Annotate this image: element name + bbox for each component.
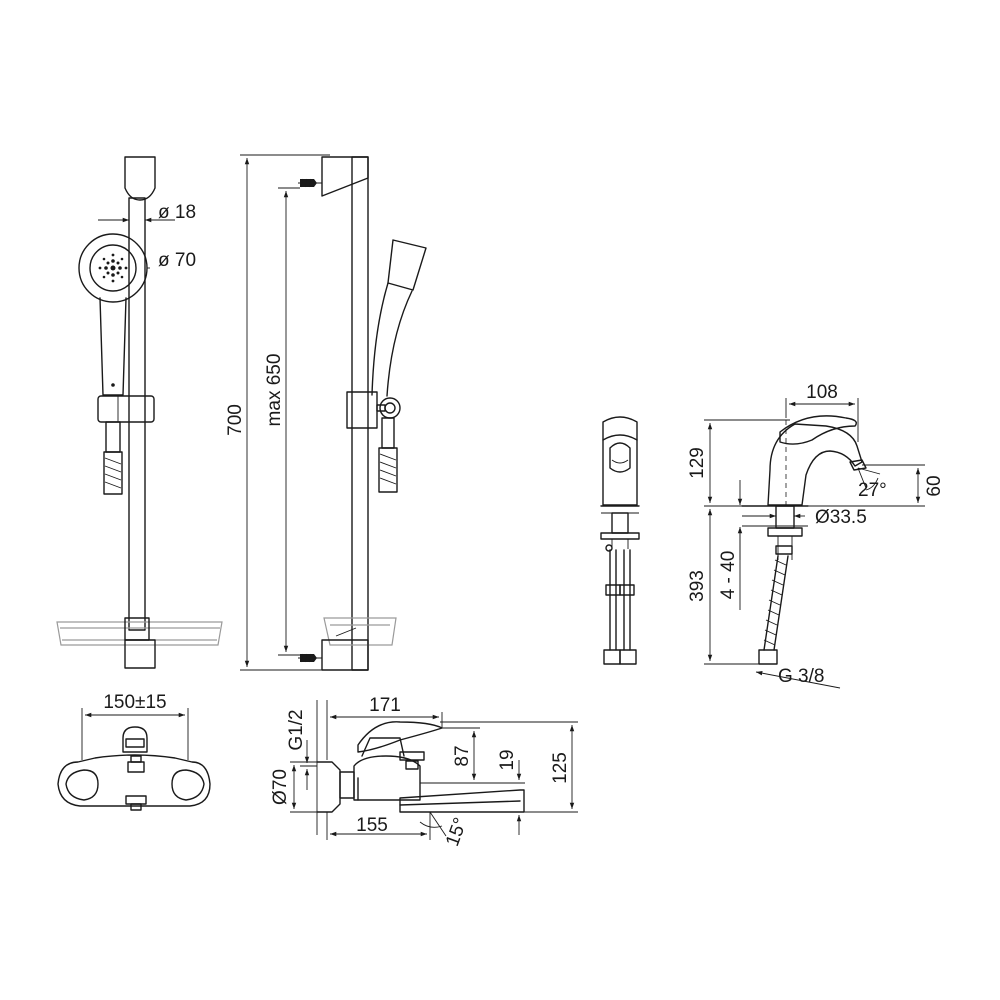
bath-spout-length-label: 155 xyxy=(356,815,388,836)
supply-length-label: 393 xyxy=(687,570,708,602)
rail-length-label: 700 xyxy=(225,404,246,436)
shower-rail-front-view xyxy=(56,156,223,669)
outlet-height-label: 60 xyxy=(924,475,945,496)
bath-height-87-label: 87 xyxy=(452,745,473,766)
deck-thickness-label: 4 - 40 xyxy=(718,551,739,600)
bath-spout-angle-label: 15° xyxy=(442,815,472,849)
head-diameter-label: ø 70 xyxy=(158,250,196,271)
hole-diameter-label: Ø33.5 xyxy=(815,507,867,528)
bath-inlet-label: G1/2 xyxy=(286,709,307,750)
max-spacing-label: max 650 xyxy=(264,354,285,427)
bath-height-125-label: 125 xyxy=(550,752,571,784)
bath-mixer-front-view xyxy=(57,708,211,811)
basin-mixer-front-view xyxy=(600,416,640,665)
bath-depth-label: 171 xyxy=(369,695,401,716)
basin-mixer-side-view xyxy=(704,398,925,689)
shower-rail-side-view xyxy=(240,154,427,671)
rail-diameter-label: ø 18 xyxy=(158,202,196,223)
bath-rosette-label: Ø70 xyxy=(270,769,291,805)
basin-width-label: 108 xyxy=(806,382,838,403)
bath-centers-label: 150±15 xyxy=(103,692,166,713)
bath-mixer-side-view xyxy=(290,700,578,840)
bath-height-19-label: 19 xyxy=(497,749,518,770)
outlet-angle-label: 27° xyxy=(858,480,887,501)
supply-thread-label: G 3/8 xyxy=(778,666,824,687)
basin-height-label: 129 xyxy=(687,447,708,479)
